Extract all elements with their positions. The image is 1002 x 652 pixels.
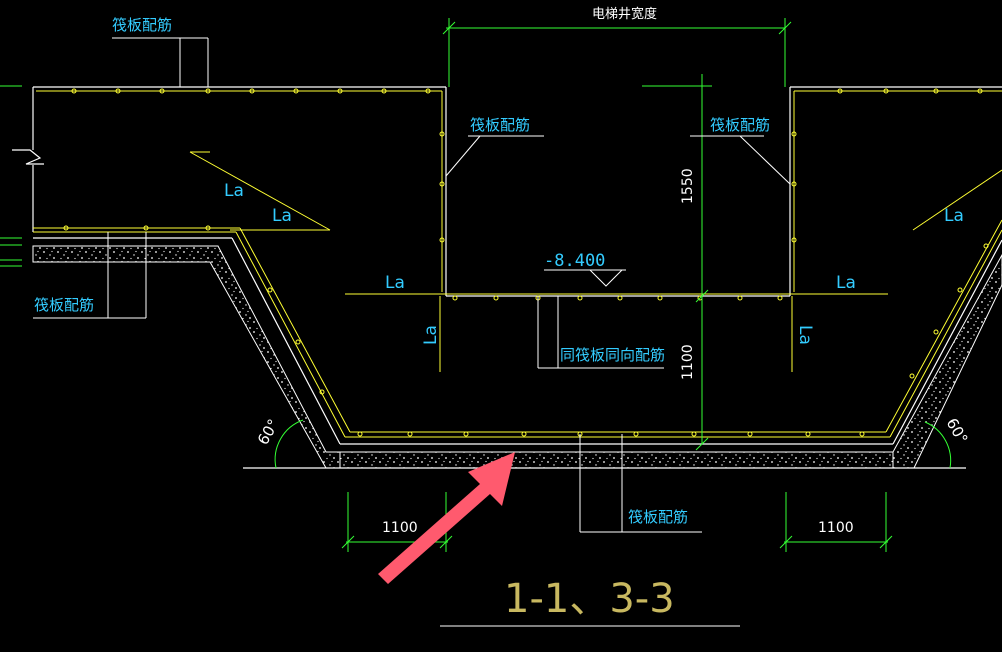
rebar-lines bbox=[33, 90, 1002, 438]
elevation-label: -8.400 bbox=[544, 251, 605, 271]
rebar-dots bbox=[63, 88, 989, 437]
pointer-arrow-icon bbox=[378, 452, 515, 584]
same-direction-rebar-label: 同筏板同向配筋 bbox=[560, 346, 665, 364]
dim-height-lower: 1100 bbox=[680, 344, 696, 380]
concrete-cushion bbox=[32, 245, 1002, 469]
la-label-6: La bbox=[421, 325, 441, 345]
raft-rebar-label-center-right: 筏板配筋 bbox=[710, 116, 770, 134]
raft-rebar-label-top-left: 筏板配筋 bbox=[112, 16, 172, 34]
la-label-3: La bbox=[385, 273, 405, 293]
raft-rebar-label-center-left: 筏板配筋 bbox=[470, 116, 530, 134]
section-title: 1-1、3-3 bbox=[504, 576, 675, 622]
la-label-2: La bbox=[272, 206, 292, 226]
leader-lines bbox=[33, 37, 791, 627]
dim-height-upper: 1550 bbox=[680, 168, 696, 204]
la-label-4: La bbox=[836, 273, 856, 293]
la-label-7: La bbox=[795, 325, 815, 345]
la-label-1: La bbox=[224, 181, 244, 201]
dim-bottom-right: 1100 bbox=[818, 520, 854, 536]
pit-width-label: 电梯井宽度 bbox=[592, 6, 657, 22]
dim-bottom-left: 1100 bbox=[382, 520, 418, 536]
pit-outline bbox=[33, 237, 1002, 469]
la-label-5: La bbox=[944, 206, 964, 226]
raft-rebar-label-left: 筏板配筋 bbox=[34, 296, 94, 314]
dimension-lines bbox=[0, 18, 952, 552]
raft-rebar-label-bottom: 筏板配筋 bbox=[628, 508, 688, 526]
top-slab-outline bbox=[12, 86, 1002, 297]
